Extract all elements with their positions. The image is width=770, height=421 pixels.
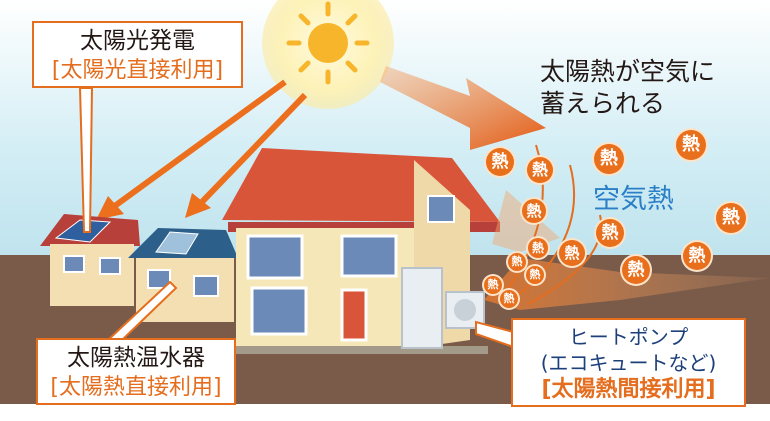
heat-badge: 熱 xyxy=(596,219,624,247)
air-flow-stream xyxy=(484,258,770,310)
heat-badge: 熱 xyxy=(683,242,711,270)
heat-badge: 熱 xyxy=(500,290,518,308)
heat-pump-unit xyxy=(401,267,485,349)
heat-badge: 熱 xyxy=(508,253,526,271)
heat-caption-line2: 蓄えられる xyxy=(540,89,666,118)
callout-heat-pump-title: ヒートポンプ xyxy=(568,325,689,349)
water-heater-house xyxy=(128,228,238,322)
heat-badge: 熱 xyxy=(526,266,544,284)
heat-badge: 熱 xyxy=(716,203,746,233)
heat-badge: 熱 xyxy=(528,238,548,258)
heat-caption: 太陽熱が空気に 蓄えられる xyxy=(540,56,715,120)
heat-badge: 熱 xyxy=(522,199,546,223)
callout-solar-power-subtitle: [太陽光直接利用] xyxy=(51,58,224,83)
heat-badge: 熱 xyxy=(559,240,585,266)
heat-badge: 熱 xyxy=(486,148,514,176)
callout-heat-pump-title2: (エコキュートなど) xyxy=(540,351,717,375)
sun-ray-arrows xyxy=(96,79,308,220)
heat-badge: 熱 xyxy=(676,130,706,160)
callout-water-heater-subtitle: [太陽熱直接利用] xyxy=(50,375,222,400)
heat-badge: 熱 xyxy=(594,144,624,174)
sun-icon xyxy=(262,0,394,109)
heat-caption-line1: 太陽熱が空気に xyxy=(540,57,716,86)
callout-water-heater: 太陽熱温水器 [太陽熱直接利用] xyxy=(36,338,236,405)
callout-solar-power: 太陽光発電 [太陽光直接利用] xyxy=(32,21,243,88)
bottom-strip xyxy=(0,404,770,421)
air-flow-stream-upper xyxy=(492,190,560,252)
heat-badge: 熱 xyxy=(527,157,553,183)
heat-flow-arrow xyxy=(380,66,546,150)
heat-badge: 熱 xyxy=(622,256,650,284)
main-house xyxy=(222,148,500,354)
heat-badge: 熱 xyxy=(484,276,502,294)
callout-heat-pump: ヒートポンプ (エコキュートなど) [太陽熱間接利用] xyxy=(511,318,746,407)
callout-heat-pump-subtitle: [太陽熱間接利用] xyxy=(541,377,716,402)
callout-water-heater-title: 太陽熱温水器 xyxy=(67,345,205,371)
callout-solar-power-title: 太陽光発電 xyxy=(80,28,195,54)
air-heat-label: 空気熱 xyxy=(593,184,674,215)
